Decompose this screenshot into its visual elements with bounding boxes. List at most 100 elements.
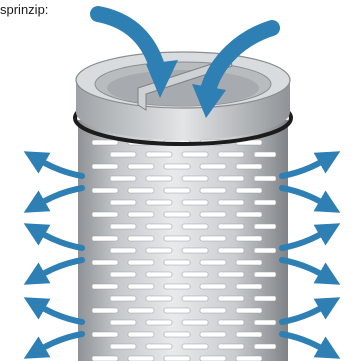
cartridge-body	[78, 120, 288, 361]
slot	[218, 320, 244, 325]
slot	[164, 188, 190, 193]
slot	[182, 248, 208, 253]
slot	[128, 260, 154, 265]
slot	[182, 344, 208, 349]
slot	[110, 248, 136, 253]
arrow-outward-icon	[282, 302, 332, 322]
slot	[236, 212, 262, 217]
slot	[110, 224, 136, 229]
slot	[92, 212, 118, 217]
slot	[164, 332, 190, 337]
slot	[182, 200, 208, 205]
slot	[236, 236, 262, 241]
slot	[92, 164, 118, 169]
slot	[146, 200, 172, 205]
slot	[236, 284, 262, 289]
slot	[182, 272, 208, 277]
slot	[92, 236, 118, 241]
slot	[236, 332, 262, 337]
slot	[218, 176, 244, 181]
slot	[128, 188, 154, 193]
slot	[200, 332, 226, 337]
outflow-arrows-left	[32, 156, 82, 354]
slot	[164, 212, 190, 217]
slot	[92, 284, 118, 289]
slot	[146, 272, 172, 277]
slot	[200, 188, 226, 193]
slot	[254, 296, 276, 301]
slot	[236, 308, 262, 313]
slot	[200, 212, 226, 217]
arrow-outward-icon	[32, 260, 82, 280]
slot	[128, 332, 154, 337]
slot	[218, 248, 244, 253]
slot	[164, 164, 190, 169]
slot	[146, 296, 172, 301]
slot	[254, 320, 276, 325]
slot	[254, 200, 276, 205]
slot	[110, 296, 136, 301]
slot	[182, 296, 208, 301]
slot	[236, 164, 262, 169]
slot	[128, 164, 154, 169]
arrow-outward-icon	[282, 260, 332, 280]
slot	[254, 176, 276, 181]
slot	[200, 284, 226, 289]
slot	[146, 344, 172, 349]
slot	[128, 308, 154, 313]
arrow-outward-icon	[32, 334, 82, 354]
slot	[92, 356, 118, 361]
slot	[218, 344, 244, 349]
slot	[92, 332, 118, 337]
slot	[110, 200, 136, 205]
slot	[92, 308, 118, 313]
slot	[254, 248, 276, 253]
arrow-outward-icon	[282, 188, 332, 208]
slot	[182, 176, 208, 181]
slot	[128, 212, 154, 217]
slot	[200, 260, 226, 265]
slot	[200, 356, 226, 361]
slot	[92, 188, 118, 193]
slot	[146, 176, 172, 181]
slot	[218, 272, 244, 277]
slot	[254, 344, 276, 349]
slot	[218, 224, 244, 229]
slot	[182, 152, 208, 157]
slot	[146, 224, 172, 229]
outflow-arrows-right	[282, 156, 332, 354]
slot	[146, 320, 172, 325]
slot	[182, 320, 208, 325]
slot	[218, 200, 244, 205]
slot	[110, 344, 136, 349]
slot	[236, 188, 262, 193]
arrow-outward-icon	[32, 188, 82, 208]
arrow-outward-icon	[282, 334, 332, 354]
slot	[110, 272, 136, 277]
slot	[254, 272, 276, 277]
slot	[236, 260, 262, 265]
slot	[110, 320, 136, 325]
slot	[128, 236, 154, 241]
slot	[254, 224, 276, 229]
cartridge-cap	[76, 52, 290, 140]
slot	[146, 152, 172, 157]
slot	[128, 284, 154, 289]
slot	[164, 356, 190, 361]
arrow-outward-icon	[32, 156, 82, 176]
slot	[164, 260, 190, 265]
slot	[146, 248, 172, 253]
slot	[200, 308, 226, 313]
slot	[92, 260, 118, 265]
arrow-outward-icon	[282, 156, 332, 176]
arrow-outward-icon	[32, 302, 82, 322]
slot	[164, 236, 190, 241]
slot	[128, 356, 154, 361]
slot	[200, 164, 226, 169]
slot	[164, 284, 190, 289]
slot	[200, 236, 226, 241]
arrow-outward-icon	[282, 228, 332, 248]
slot	[164, 308, 190, 313]
